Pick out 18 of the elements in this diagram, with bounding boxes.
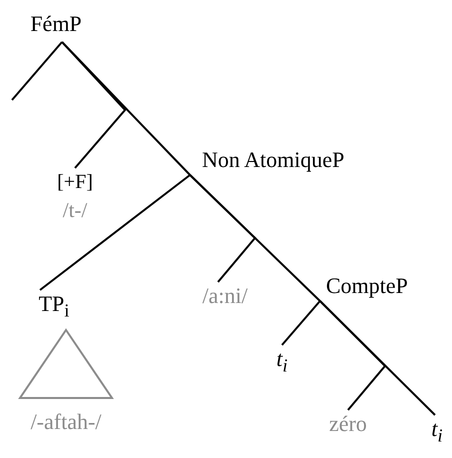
phonological-form: /-aftah-/ [30, 408, 102, 436]
tree-branch [319, 300, 436, 416]
tree-branch [61, 41, 191, 176]
tree-node-label: zéro [316, 410, 380, 442]
tree-node-label: CompteP [320, 272, 415, 301]
tree-node-label: /a:ni/ [185, 282, 265, 312]
tree-branch [189, 174, 321, 302]
tree-node-label: Non AtomiqueP [190, 146, 362, 175]
affix-form: /t-/ [62, 197, 88, 224]
tree-branch [61, 41, 126, 169]
feature-label: [+F] [56, 170, 94, 195]
tree-node-label: t$_{i}$ [423, 415, 451, 451]
tree-node-label: FémP [16, 10, 96, 42]
tree-branch [11, 41, 63, 101]
tree-node-label: TP$_{i}$ [28, 290, 80, 322]
tree-branch [39, 174, 191, 291]
tree-node-label: t$_{i}$ [268, 345, 296, 381]
tree-branch [281, 300, 321, 346]
